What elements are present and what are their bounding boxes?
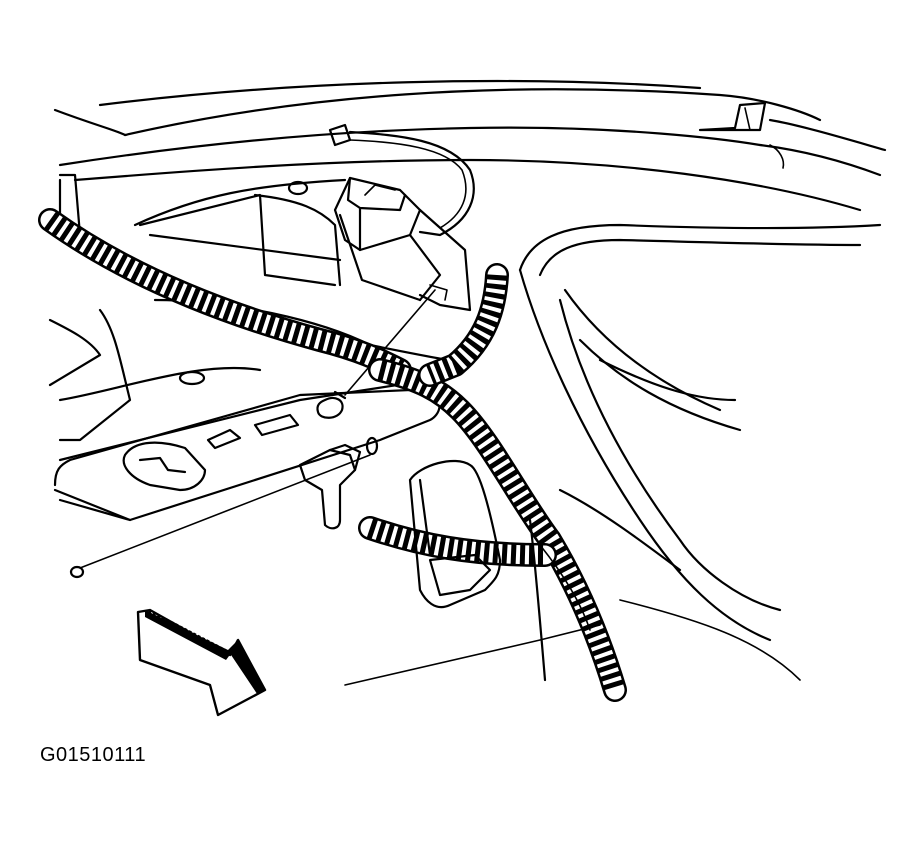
figure-code-label: G01510111 — [40, 744, 147, 766]
front-direction-arrow-icon — [136, 608, 267, 717]
package-shelf — [58, 158, 862, 362]
tail-lamp-opening — [408, 460, 502, 609]
wiring-harness-upper — [38, 208, 412, 382]
wiring-harness-lower — [358, 263, 627, 702]
ground-wire — [528, 518, 591, 682]
floor-panel — [48, 308, 441, 522]
quarter-panel — [344, 223, 882, 686]
roof-outline — [53, 79, 887, 177]
lamp-wire-lead — [328, 123, 475, 237]
mounting-bracket — [298, 443, 362, 530]
stop-lamp-assembly — [333, 176, 472, 312]
